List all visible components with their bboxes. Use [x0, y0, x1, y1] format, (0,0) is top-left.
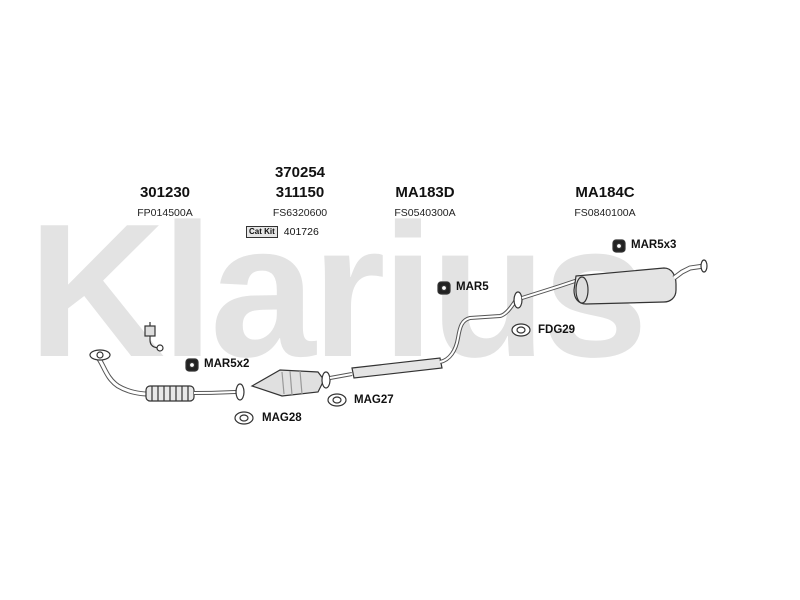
rear-box-number: MA184C — [575, 184, 635, 201]
cat-kit-badge: Cat Kit — [246, 226, 278, 238]
cat-kit-number: 401726 — [283, 226, 319, 238]
catalyst-code: FS6320600 — [272, 207, 328, 219]
rear-box — [573, 267, 677, 305]
rubber-mount-icon — [185, 358, 199, 372]
catalyst-number-top: 370254 — [274, 164, 326, 181]
centre-box-code: FS0540300A — [394, 207, 456, 219]
fitting-mar5: MAR5 — [456, 281, 489, 293]
catalyst-number: 311150 — [275, 184, 325, 201]
gasket-icon — [234, 411, 254, 425]
front-pipe-flange — [89, 349, 111, 361]
rubber-mount-icon — [437, 281, 451, 295]
cat-kit: Cat Kit 401726 — [246, 226, 319, 238]
gasket-icon — [511, 323, 531, 337]
fitting-mag28: MAG28 — [262, 412, 302, 424]
catalytic-converter — [250, 369, 325, 397]
centre-box-number: MA183D — [395, 184, 455, 201]
rear-box-code: FS0840100A — [574, 207, 636, 219]
lambda-sensor — [144, 325, 156, 337]
gasket-icon — [327, 393, 347, 407]
fitting-mar5x3: MAR5x3 — [631, 239, 677, 251]
fitting-mag27: MAG27 — [354, 394, 394, 406]
fitting-fdg29: FDG29 — [538, 324, 576, 336]
centre-box — [351, 357, 443, 379]
rubber-mount-icon — [612, 239, 626, 253]
fitting-mar5x2: MAR5x2 — [204, 358, 250, 370]
front-pipe-code: FP014500A — [137, 207, 193, 219]
front-pipe-number: 301230 — [139, 184, 191, 201]
